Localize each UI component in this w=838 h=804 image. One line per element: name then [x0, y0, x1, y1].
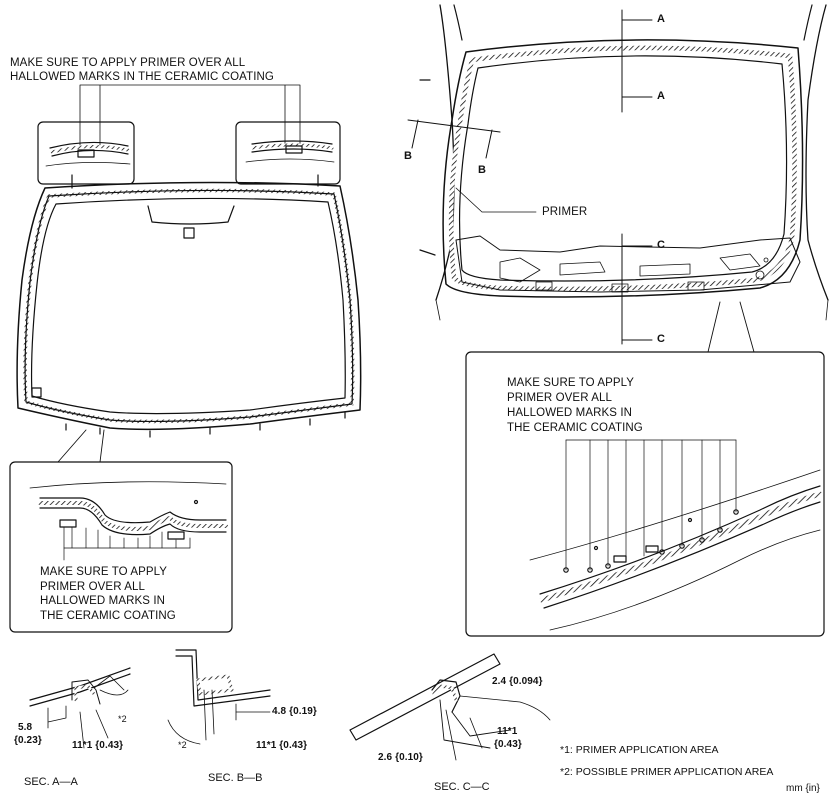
- callout-line: MAKE SURE TO APPLY: [507, 377, 635, 389]
- callout-leader-top: [79, 84, 301, 146]
- callout-line: MAKE SURE TO APPLY PRIMER OVER ALL: [10, 57, 246, 69]
- section-letter-b-left: B: [404, 150, 412, 162]
- note-possible-primer-application: *2: POSSIBLE PRIMER APPLICATION AREA: [560, 766, 774, 778]
- cc-dim2: 11*1: [497, 726, 518, 737]
- zoom-box-right: [465, 301, 825, 637]
- aa-dim2: 11*1 {0.43}: [72, 740, 124, 751]
- note-primer-application: *1: PRIMER APPLICATION AREA: [560, 744, 719, 756]
- section-line-c: [621, 233, 653, 345]
- section-letter-b-right: B: [478, 164, 486, 176]
- callout-line: MAKE SURE TO APPLY: [40, 566, 168, 578]
- section-letter-a-top: A: [657, 13, 665, 25]
- callout-line: THE CERAMIC COATING: [507, 422, 643, 434]
- section-cc-title: SEC. C—C: [434, 781, 490, 793]
- section-aa-title: SEC. A—A: [24, 776, 78, 788]
- aa-star: *2: [118, 714, 127, 724]
- zoom-box-top-left: [37, 121, 135, 185]
- units-label: mm {in}: [786, 783, 820, 794]
- callout-right: MAKE SURE TO APPLY PRIMER OVER ALL HALLO…: [507, 376, 643, 436]
- windshield-left: [16, 174, 362, 438]
- section-bb-drawing: [167, 649, 271, 745]
- section-aa-drawing: [29, 667, 131, 749]
- aa-dim1: 5.8: [18, 722, 33, 733]
- section-bb-title: SEC. B—B: [208, 772, 263, 784]
- callout-line: PRIMER OVER ALL: [40, 580, 146, 593]
- bb-dim1: 4.8 {0.19}: [272, 706, 317, 717]
- primer-label: PRIMER: [542, 206, 588, 218]
- bb-star: *2: [178, 740, 187, 750]
- section-line-a: [621, 9, 653, 113]
- section-letter-a-bottom: A: [657, 90, 665, 102]
- primer-leader: [455, 187, 537, 213]
- zoom-box-bottom-left: [9, 429, 233, 633]
- section-letter-c-top: C: [657, 239, 665, 251]
- callout-line: HALLOWED MARKS IN: [507, 407, 633, 419]
- callout-line: THE CERAMIC COATING: [40, 609, 176, 622]
- callout-bottom-left: MAKE SURE TO APPLY PRIMER OVER ALL HALLO…: [40, 565, 176, 623]
- cc-dim1: 2.4 {0.094}: [492, 676, 543, 687]
- aa-dim1-inches: {0.23}: [14, 735, 42, 746]
- section-line-b: [407, 119, 501, 159]
- callout-top-left: MAKE SURE TO APPLY PRIMER OVER ALL HALLO…: [10, 56, 274, 84]
- section-letter-c-bottom: C: [657, 333, 665, 345]
- bb-dim2: 11*1 {0.43}: [256, 740, 308, 751]
- cc-dim2-inches: {0.43}: [494, 739, 522, 750]
- section-cc-drawing: [349, 653, 551, 761]
- vehicle-body-right: [419, 4, 829, 321]
- cc-dim3: 2.6 {0.10}: [378, 752, 423, 763]
- zoom-box-top-right: [235, 121, 341, 185]
- callout-line: PRIMER OVER ALL: [507, 392, 613, 404]
- callout-line: HALLOWED MARKS IN: [40, 595, 166, 607]
- callout-line: HALLOWED MARKS IN THE CERAMIC COATING: [10, 71, 274, 83]
